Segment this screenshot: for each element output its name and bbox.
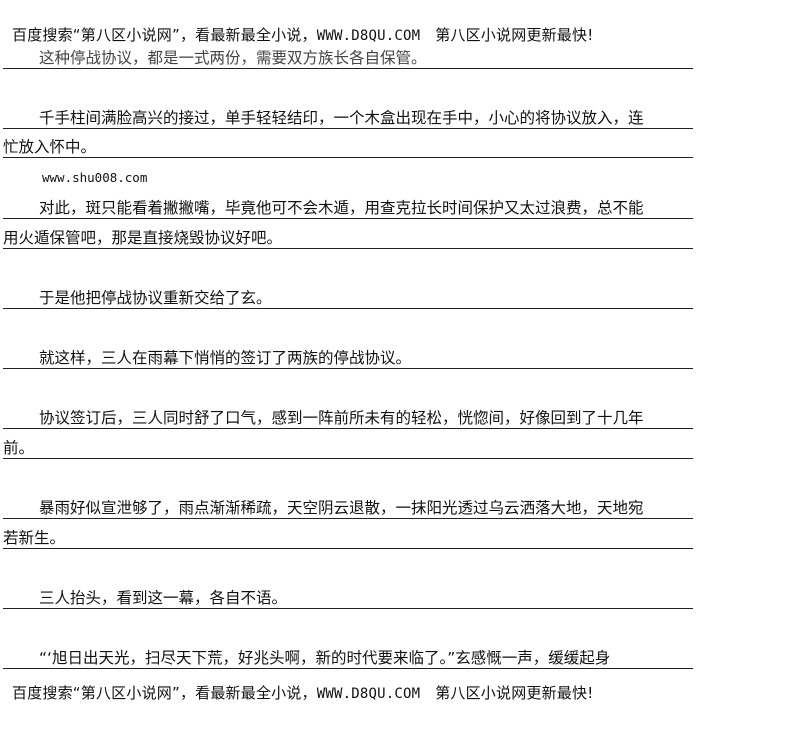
text-line-content: 用火遁保管吧，那是直接烧毁协议好吧。 [3, 229, 283, 247]
text-line-content: “‘旭日出天光，扫尽天下荒，好兆头啊，新的时代要来临了。”玄感慨一声，缓缓起身 [39, 649, 611, 667]
text-line-content: 前。 [3, 439, 35, 457]
text-line: 千手柱间满脸高兴的接过，单手轻轻结印，一个木盒出现在手中，小心的将协议放入，连 [3, 108, 693, 129]
banner-suffix: 第八区小说网更新最快! [435, 26, 594, 44]
banner-url: WWW.D8QU.COM [316, 28, 421, 44]
text-line-content: 于是他把停战协议重新交给了玄。 [39, 289, 272, 307]
text-line-content: 对此，斑只能看着撇撇嘴，毕竟他可不会木遁，用查克拉长时间保护又太过浪费，总不能 [39, 199, 644, 217]
text-line: 对此，斑只能看着撇撇嘴，毕竟他可不会木遁，用查克拉长时间保护又太过浪费，总不能 [3, 198, 693, 219]
text-line-content: 千手柱间满脸高兴的接过，单手轻轻结印，一个木盒出现在手中，小心的将协议放入，连 [39, 109, 644, 127]
text-line-content: 忙放入怀中。 [3, 138, 97, 156]
text-line: “‘旭日出天光，扫尽天下荒，好兆头啊，新的时代要来临了。”玄感慨一声，缓缓起身 [3, 648, 693, 669]
text-line: 就这样，三人在雨幕下悄悄的签订了两族的停战协议。 [3, 348, 693, 369]
footer-banner: 百度搜索“第八区小说网”，看最新最全小说，WWW.D8QU.COM 第八区小说网… [12, 684, 593, 702]
text-line-content: 若新生。 [3, 529, 66, 547]
banner-prefix: 百度搜索“第八区小说网”，看最新最全小说， [12, 26, 317, 44]
text-line: 三人抬头，看到这一幕，各自不语。 [3, 588, 693, 609]
text-line: 暴雨好似宣泄够了，雨点渐渐稀疏，天空阴云退散，一抹阳光透过乌云洒落大地，天地宛 [3, 498, 693, 519]
text-line-content: 这种停战协议，都是一式两份，需要双方族长各自保管。 [39, 49, 427, 67]
banner-url: WWW.D8QU.COM [316, 686, 421, 702]
watermark-url: www.shu008.com [42, 170, 148, 185]
text-line-content: 三人抬头，看到这一幕，各自不语。 [39, 589, 288, 607]
text-line-content: 就这样，三人在雨幕下悄悄的签订了两族的停战协议。 [39, 349, 412, 367]
text-line-content: 协议签订后，三人同时舒了口气，感到一阵前所未有的轻松，恍惚间，好像回到了十几年 [39, 409, 644, 427]
text-line: 前。 [3, 438, 693, 459]
text-line: 于是他把停战协议重新交给了玄。 [3, 288, 693, 309]
text-line: 忙放入怀中。 [3, 137, 693, 158]
text-line: 协议签订后，三人同时舒了口气，感到一阵前所未有的轻松，恍惚间，好像回到了十几年 [3, 408, 693, 429]
banner-suffix: 第八区小说网更新最快! [435, 684, 594, 702]
banner-prefix: 百度搜索“第八区小说网”，看最新最全小说， [12, 684, 317, 702]
text-line: 若新生。 [3, 528, 693, 549]
text-line: 这种停战协议，都是一式两份，需要双方族长各自保管。 [3, 48, 693, 69]
header-banner: 百度搜索“第八区小说网”，看最新最全小说，WWW.D8QU.COM 第八区小说网… [12, 26, 593, 44]
text-line: 用火遁保管吧，那是直接烧毁协议好吧。 [3, 228, 693, 249]
text-line-content: 暴雨好似宣泄够了，雨点渐渐稀疏，天空阴云退散，一抹阳光透过乌云洒落大地，天地宛 [39, 499, 644, 517]
